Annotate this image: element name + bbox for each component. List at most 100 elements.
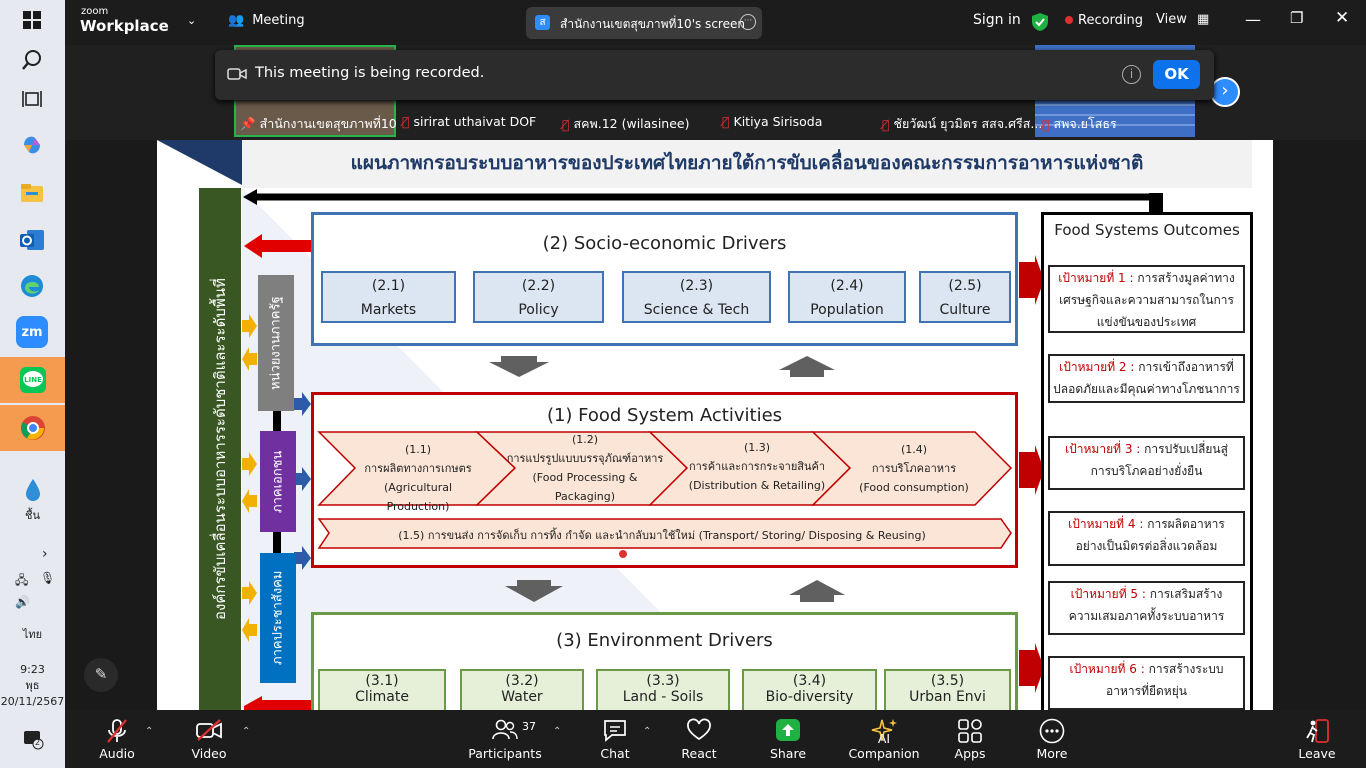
stakeholder-private: ภาคเอกชน — [260, 431, 296, 532]
outlook-icon[interactable] — [16, 224, 48, 256]
chat-icon — [604, 720, 626, 742]
ai-companion-button[interactable]: AI Companion — [844, 710, 924, 768]
people-icon: 👥 — [228, 13, 245, 28]
audio-options-caret-icon[interactable]: ⌃ — [145, 726, 154, 737]
mic-muted-icon: 🎙̸ — [722, 114, 730, 129]
more-icon — [1039, 718, 1065, 744]
chrome-icon[interactable] — [0, 405, 65, 451]
search-icon[interactable] — [16, 44, 48, 76]
minimize-icon[interactable]: — — [1245, 10, 1261, 29]
line-app-icon[interactable]: LINE — [0, 357, 65, 403]
react-button[interactable]: React — [659, 710, 739, 768]
recording-label: Recording — [1078, 13, 1144, 28]
network-icon[interactable]: 🖧 — [15, 573, 29, 587]
view-label: View — [1156, 12, 1187, 27]
file-explorer-icon[interactable] — [16, 177, 48, 209]
shared-slide: แผนภาพกรอบระบบอาหารของประเทศไทยภายใต้การ… — [157, 140, 1273, 710]
weather-widget[interactable]: ชื้น — [0, 478, 65, 524]
notification-icon[interactable]: 2 — [22, 728, 44, 750]
video-label: Video — [191, 746, 227, 761]
food-title: (1) Food System Activities — [546, 405, 783, 426]
env-land-soils: (3.3)Land - Soils — [596, 669, 730, 710]
activity-1-5: (1.5) การขนส่ง การจัดเก็บ การทิ้ง กำจัด … — [398, 529, 926, 542]
sign-in-link[interactable]: Sign in — [973, 12, 1021, 28]
mic-muted-icon: 🎙̸ — [562, 116, 570, 132]
date: 20/11/2567 — [0, 695, 65, 708]
more-button[interactable]: More — [1012, 710, 1092, 768]
screen-share-pill[interactable]: ส สำนักงานเขตสุขภาพที่10's screen ··· — [526, 7, 762, 39]
video-off-icon — [196, 719, 222, 741]
clock[interactable]: 9:23 พุธ 20/11/2567 — [0, 662, 65, 710]
chevron-right-icon[interactable]: › — [42, 546, 48, 562]
copilot-icon[interactable] — [16, 129, 48, 161]
meeting-tab[interactable]: 👥Meeting — [228, 13, 305, 28]
share-button[interactable]: Share — [748, 710, 828, 768]
next-page-icon[interactable]: › — [1210, 77, 1240, 107]
restore-icon[interactable]: ❐ — [1290, 9, 1304, 27]
leave-icon — [1306, 719, 1329, 743]
chat-label: Chat — [600, 746, 630, 761]
mic-muted-icon: 🎙̸ — [402, 114, 410, 129]
socio-policy: (2.2)Policy — [473, 271, 604, 323]
video-options-caret-icon[interactable]: ⌃ — [242, 726, 251, 737]
grid-icon: ▦ — [1197, 12, 1210, 27]
annotate-pencil-icon[interactable]: ✎ — [84, 658, 118, 692]
left-vertical-bar: องค์กรขับเคลื่อนระบบอาหารระดับชาติและระด… — [199, 188, 241, 710]
volume-icon[interactable]: 🔊 — [15, 595, 30, 609]
info-icon[interactable]: i — [1122, 65, 1141, 84]
brand-top: zoom — [81, 6, 109, 17]
more-label: More — [1036, 746, 1068, 761]
sparkle-icon — [871, 719, 897, 741]
language-indicator[interactable]: ไทย — [22, 628, 43, 641]
brand-bottom: Workplace — [80, 17, 169, 35]
socio-culture: (2.5)Culture — [919, 271, 1011, 323]
raindrop-icon — [25, 479, 40, 501]
outcome-goal-4: เป้าหมายที่ 4 : การผลิตอาหารอย่างเป็นมิต… — [1048, 511, 1245, 566]
leave-label: Leave — [1298, 746, 1336, 761]
env-climate: (3.1)Climate — [318, 669, 446, 710]
participants-caret-icon[interactable]: ⌃ — [553, 726, 562, 737]
zoom-app-icon[interactable]: zm — [16, 316, 48, 348]
react-label: React — [681, 746, 717, 761]
participant-label: 🎙̸สพจ.ยโสธร — [1042, 116, 1117, 132]
env-biodiversity: (3.4)Bio-diversity — [742, 669, 877, 710]
participant-label: 🎙̸sirirat uthaivat DOF — [402, 114, 537, 129]
recording-indicator[interactable]: Recording — [1065, 13, 1143, 28]
microphone-icon[interactable]: 🎙 — [40, 571, 56, 585]
meeting-controls: Audio ⌃ Video ⌃ 37 Participants ⌃ Chat ⌃… — [65, 710, 1366, 768]
ok-button[interactable]: OK — [1153, 60, 1200, 89]
chat-button[interactable]: Chat — [575, 710, 655, 768]
participant-label: 🎙̸Kitiya Sirisoda — [722, 114, 823, 129]
participants-button[interactable]: 37 Participants — [465, 710, 545, 768]
outcome-goal-1: เป้าหมายที่ 1 : การสร้างมูลค่าทางเศรษฐกิ… — [1048, 265, 1245, 333]
chat-caret-icon[interactable]: ⌃ — [643, 726, 652, 737]
activity-1-1: (1.1)การผลิตทางการเกษตร(Agricultural Pro… — [364, 443, 472, 513]
apps-button[interactable]: Apps — [930, 710, 1010, 768]
windows-start-icon[interactable] — [16, 4, 48, 36]
mic-muted-icon — [107, 719, 127, 743]
brand-dropdown-icon[interactable]: ⌄ — [187, 14, 197, 27]
cursor-dot — [619, 550, 627, 558]
recording-banner: This meeting is being recorded. i OK — [215, 50, 1214, 100]
video-button[interactable]: Video — [169, 710, 249, 768]
more-options-icon[interactable]: ··· — [740, 14, 756, 30]
stakeholder-civil: ภาคประชาสังคม — [260, 553, 296, 683]
env-urban: (3.5)Urban Envi — [884, 669, 1011, 710]
view-button[interactable]: View ▦ — [1156, 12, 1209, 27]
day: พุธ — [25, 679, 40, 692]
participant-label: 🎙̸สคพ.12 (wilasinee) — [562, 116, 690, 132]
time: 9:23 — [20, 663, 45, 676]
env-water: (3.2)Water — [460, 669, 584, 710]
task-view-icon[interactable] — [16, 83, 48, 115]
close-icon[interactable]: ✕ — [1335, 8, 1350, 28]
share-label: Share — [769, 746, 807, 761]
zoom-title-bar: zoom Workplace ⌄ 👥Meeting ส สำนักงานเขตส… — [65, 0, 1366, 45]
shield-check-icon[interactable] — [1031, 12, 1049, 36]
participants-icon — [492, 719, 518, 740]
stakeholder-government: หน่วยงานภาครัฐ — [258, 275, 294, 411]
outcome-goal-2: เป้าหมายที่ 2 : การเข้าถึงอาหารที่ปลอดภั… — [1048, 354, 1245, 403]
participant-label: 📌สำนักงานเขตสุขภาพที่10 — [240, 116, 397, 131]
edge-icon[interactable] — [16, 270, 48, 302]
audio-button[interactable]: Audio — [77, 710, 157, 768]
leave-button[interactable]: Leave — [1277, 710, 1357, 768]
